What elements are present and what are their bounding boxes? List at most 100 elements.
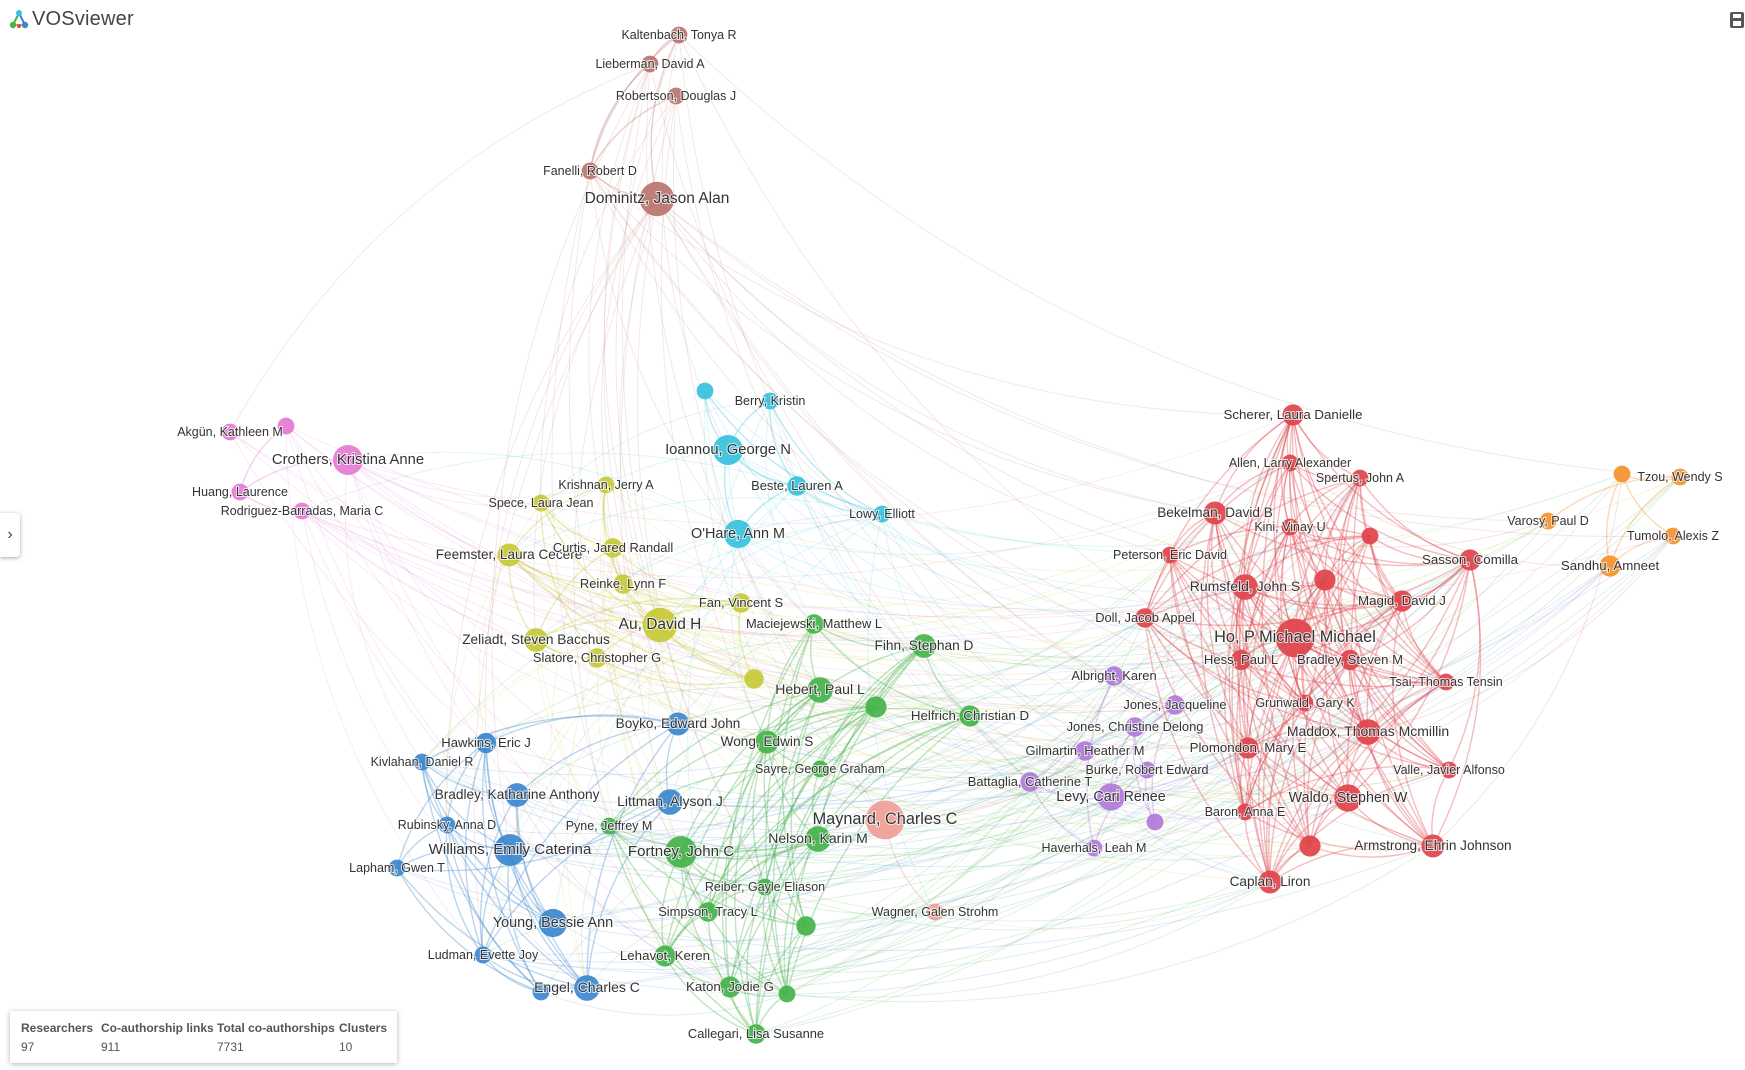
researcher-node[interactable]	[532, 983, 550, 1001]
researcher-label[interactable]: Beste, Lauren A	[750, 477, 844, 494]
researcher-label[interactable]: Lieberman, David A	[594, 56, 706, 72]
researcher-node[interactable]	[1355, 719, 1381, 745]
researcher-label[interactable]: Hebert, Paul L	[774, 680, 866, 698]
researcher-label[interactable]: Bekelman, David B	[1156, 504, 1274, 521]
researcher-node[interactable]	[713, 435, 743, 465]
researcher-node[interactable]	[1281, 454, 1299, 472]
researcher-node[interactable]	[587, 648, 607, 668]
researcher-label[interactable]: Scherer, Laura Danielle	[1223, 406, 1364, 423]
researcher-label[interactable]: Doll, Jacob Appel	[1094, 609, 1196, 626]
researcher-label[interactable]: Waldo, Stephen W	[1288, 789, 1409, 807]
researcher-label[interactable]: Albright, Karen	[1070, 667, 1157, 684]
researcher-node[interactable]	[1361, 527, 1379, 545]
researcher-node[interactable]	[1351, 469, 1369, 487]
researcher-label[interactable]: Sandhu, Amneet	[1560, 557, 1661, 574]
researcher-label[interactable]: Rumsfeld, John S	[1189, 577, 1302, 595]
researcher-label[interactable]: Hess, Paul L	[1203, 651, 1279, 668]
researcher-label[interactable]: Callegari, Lisa Susanne	[687, 1025, 825, 1042]
researcher-node[interactable]	[221, 423, 239, 441]
researcher-node[interactable]	[912, 634, 936, 658]
researcher-label[interactable]: Bradley, Katharine Anthony	[434, 786, 601, 803]
researcher-label[interactable]: O'Hare, Ann M	[690, 525, 786, 543]
researcher-node[interactable]	[538, 908, 568, 938]
researcher-label[interactable]: Allen, Larry Alexander	[1228, 455, 1352, 471]
researcher-node[interactable]	[1299, 835, 1321, 857]
researcher-label[interactable]: Tzou, Wendy S	[1636, 469, 1723, 485]
researcher-node[interactable]	[1020, 772, 1040, 792]
researcher-node[interactable]	[1236, 803, 1254, 821]
researcher-label[interactable]: Varosy, Paul D	[1506, 513, 1590, 529]
researcher-node[interactable]	[698, 902, 718, 922]
researcher-node[interactable]	[1275, 618, 1315, 658]
researcher-label[interactable]: Reiber, Gayle Eliason	[704, 879, 826, 895]
researcher-label[interactable]: Tumolo, Alexis Z	[1626, 528, 1720, 544]
researcher-node[interactable]	[1125, 717, 1145, 737]
researcher-node[interactable]	[1282, 404, 1304, 426]
researcher-label[interactable]: Dominitz, Jason Alan	[584, 189, 731, 208]
researcher-label[interactable]: Gilmartin, Heather M	[1025, 742, 1146, 759]
researcher-node[interactable]	[804, 614, 824, 634]
researcher-label[interactable]: Kini, Vinay U	[1253, 519, 1326, 535]
researcher-node[interactable]	[613, 574, 633, 594]
researcher-node[interactable]	[873, 505, 891, 523]
researcher-node[interactable]	[388, 859, 406, 877]
researcher-node[interactable]	[600, 817, 618, 835]
researcher-label[interactable]: Jones, Jacqueline	[1122, 696, 1227, 713]
researcher-label[interactable]: Akgün, Kathleen M	[176, 424, 284, 440]
researcher-label[interactable]: Kaltenbach, Tonya R	[620, 27, 737, 43]
researcher-label[interactable]: Jones, Christine Delong	[1066, 718, 1205, 735]
researcher-node[interactable]	[1138, 761, 1156, 779]
researcher-node[interactable]	[756, 878, 774, 896]
researcher-label[interactable]: Bradley, Steven M	[1296, 651, 1404, 668]
researcher-label[interactable]: Boyko, Edward John	[615, 715, 742, 732]
researcher-node[interactable]	[723, 519, 753, 549]
researcher-label[interactable]: Lapham, Gwen T	[348, 860, 446, 876]
researcher-node[interactable]	[1671, 468, 1689, 486]
researcher-node[interactable]	[494, 834, 526, 866]
researcher-node[interactable]	[597, 476, 615, 494]
researcher-label[interactable]: Crothers, Kristina Anne	[271, 451, 425, 469]
researcher-node[interactable]	[524, 628, 548, 652]
researcher-node[interactable]	[1459, 549, 1481, 571]
researcher-node[interactable]	[1613, 465, 1631, 483]
researcher-node[interactable]	[787, 476, 807, 496]
researcher-node[interactable]	[1085, 839, 1103, 857]
researcher-label[interactable]: Huang, Laurence	[191, 484, 289, 500]
researcher-node[interactable]	[277, 417, 295, 435]
researcher-node[interactable]	[755, 730, 779, 754]
researcher-label[interactable]: Maddox, Thomas Mcmillin	[1286, 722, 1450, 740]
researcher-node[interactable]	[667, 87, 685, 105]
researcher-label[interactable]: Maciejewski, Matthew L	[745, 615, 883, 632]
researcher-node[interactable]	[438, 816, 456, 834]
researcher-label[interactable]: Robertson, Douglas J	[615, 88, 737, 104]
researcher-node[interactable]	[654, 945, 676, 967]
researcher-node[interactable]	[1075, 741, 1095, 761]
researcher-node[interactable]	[413, 753, 431, 771]
researcher-label[interactable]: Fortney, John C	[627, 842, 735, 861]
researcher-label[interactable]: Haverhals, Leah M	[1041, 840, 1148, 856]
researcher-node[interactable]	[1203, 501, 1227, 525]
researcher-label[interactable]: Engel, Charles C	[533, 978, 641, 996]
researcher-label[interactable]: Kivlahan, Daniel R	[370, 754, 475, 770]
researcher-label[interactable]: Spece, Laura Jean	[488, 495, 595, 511]
researcher-label[interactable]: Spertus, John A	[1315, 470, 1406, 486]
researcher-node[interactable]	[333, 445, 363, 475]
researcher-node[interactable]	[1104, 666, 1124, 686]
researcher-node[interactable]	[1664, 527, 1682, 545]
researcher-node[interactable]	[865, 800, 905, 840]
researcher-node[interactable]	[805, 826, 831, 852]
researcher-node[interactable]	[475, 732, 497, 754]
sidebar-toggle-button[interactable]: ›	[0, 513, 20, 557]
researcher-label[interactable]: Littman, Alyson J	[616, 792, 724, 810]
researcher-label[interactable]: Wong, Edwin S	[720, 733, 815, 750]
researcher-label[interactable]: Valle, Javier Alfonso	[1392, 762, 1506, 778]
researcher-label[interactable]: Feemster, Laura Cecere	[435, 546, 584, 563]
researcher-node[interactable]	[1237, 737, 1259, 759]
researcher-node[interactable]	[1258, 870, 1282, 894]
researcher-label[interactable]: Krishnan, Jerry A	[557, 477, 655, 493]
researcher-label[interactable]: Au, David H	[618, 615, 703, 634]
researcher-label[interactable]: Wagner, Galen Strohm	[871, 904, 1000, 920]
researcher-label[interactable]: Ioannou, George N	[664, 441, 792, 459]
researcher-label[interactable]: Levy, Cari Renee	[1055, 788, 1166, 806]
researcher-node[interactable]	[603, 538, 623, 558]
